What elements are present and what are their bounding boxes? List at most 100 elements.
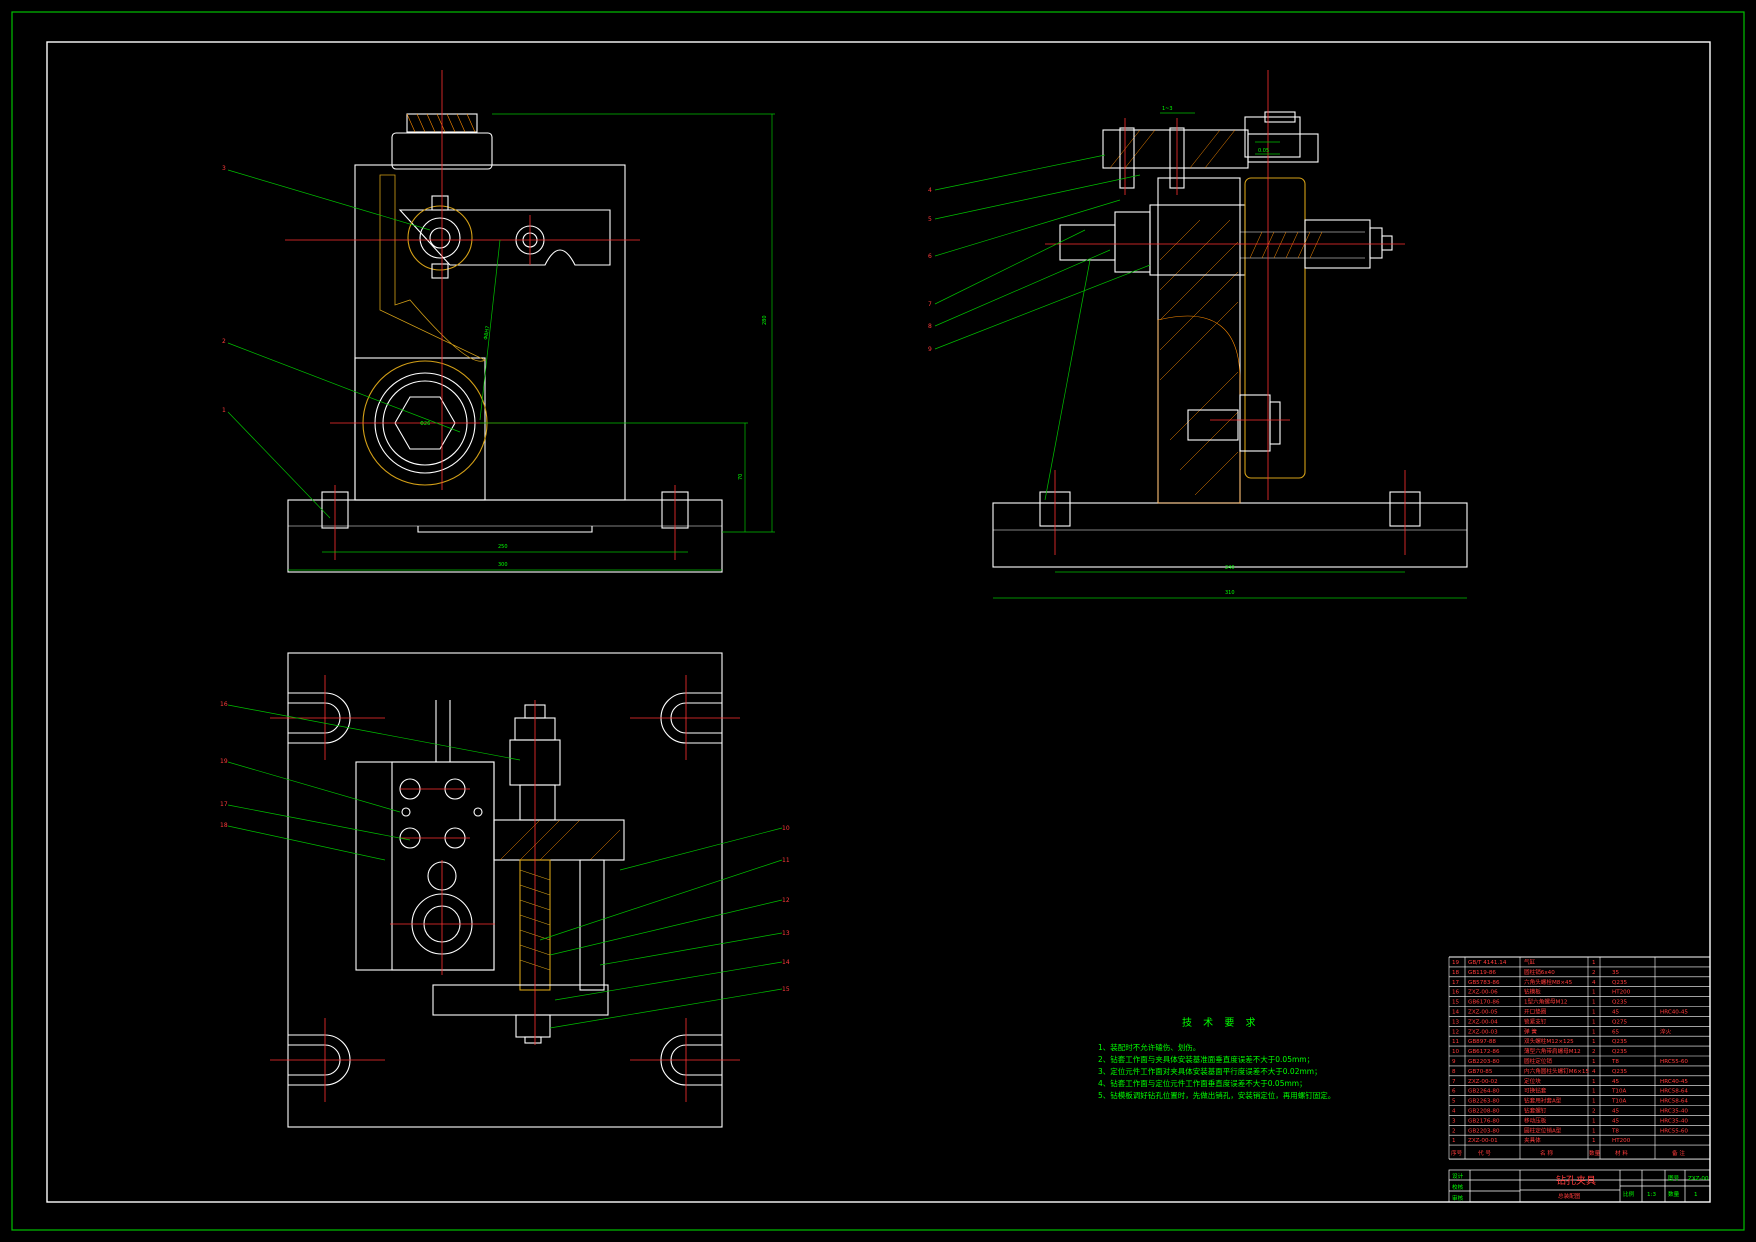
table-cell-note: HRC58-64 (1660, 1099, 1688, 1105)
table-cell-material: HT200 (1612, 990, 1631, 996)
table-cell-no: 4 (1452, 1109, 1456, 1115)
leader-side-7: 7 (928, 301, 932, 308)
table-cell-no: 18 (1452, 970, 1460, 976)
table-cell-code: ZXZ-00-06 (1468, 990, 1498, 996)
scale-value: 1:3 (1647, 1192, 1656, 1198)
leader-top-13: 13 (782, 930, 790, 937)
table-cell-name: 移动压板 (1524, 1116, 1547, 1124)
dim-side-inner: 240 (1225, 565, 1235, 571)
table-cell-material: 45 (1612, 1118, 1620, 1124)
table-cell-name: 双头螺柱M12×125 (1524, 1037, 1574, 1045)
leader-top-12: 12 (782, 897, 790, 904)
title-block (1448, 1169, 1711, 1203)
table-cell-qty: 1 (1592, 1089, 1596, 1095)
table-cell-no: 13 (1452, 1019, 1460, 1025)
inner-frame (46, 41, 1711, 1203)
table-header-note: 备 注 (1672, 1149, 1685, 1157)
front-view (287, 113, 723, 573)
table-cell-material: Q235 (1612, 980, 1628, 986)
table-cell-code: GB897-88 (1468, 1039, 1496, 1045)
dim-hole: Φ8H7 (483, 325, 491, 340)
table-cell-qty: 4 (1592, 1069, 1596, 1075)
leader-front-2: 2 (222, 338, 226, 345)
note-line: 4、钻套工作面与定位元件工作面垂直度误差不大于0.05mm； (1098, 1078, 1307, 1088)
table-cell-qty: 1 (1592, 1039, 1596, 1045)
note-line: 2、钻套工作面与夹具体安装基准面垂直度误差不大于0.05mm； (1098, 1054, 1314, 1064)
role-check: 校核 (1452, 1183, 1464, 1191)
dim-side-top: 1~3 (1162, 106, 1173, 112)
table-cell-qty: 2 (1592, 1109, 1596, 1115)
dim-side-width: 310 (1225, 590, 1235, 596)
front-dimensions (288, 113, 775, 571)
table-cell-name: 薄型六角带肩螺母M12 (1524, 1047, 1581, 1055)
table-cell-name: 圆柱定位销 (1524, 1057, 1552, 1065)
table-cell-no: 19 (1452, 960, 1460, 966)
table-cell-no: 9 (1452, 1059, 1456, 1065)
leader-side-5: 5 (928, 216, 932, 223)
table-cell-name: 锁紧支钉 (1524, 1017, 1547, 1025)
table-cell-code: GB5783-86 (1468, 980, 1500, 986)
leader-top-16: 16 (220, 701, 228, 708)
table-cell-code: ZXZ-00-05 (1468, 1010, 1498, 1016)
table-cell-name: 六角头螺栓M8×45 (1524, 978, 1573, 986)
table-cell-qty: 1 (1592, 1000, 1596, 1006)
table-cell-qty: 1 (1592, 990, 1596, 996)
table-cell-name: 开口垫圈 (1524, 1008, 1547, 1016)
table-cell-material: Q275 (1612, 1019, 1628, 1025)
table-cell-material: T8 (1611, 1128, 1619, 1134)
table-cell-note: HRC55-60 (1660, 1128, 1688, 1134)
table-cell-material: HT200 (1612, 1138, 1631, 1144)
table-cell-no: 11 (1452, 1039, 1460, 1045)
qty-value: 1 (1694, 1192, 1698, 1198)
table-cell-name: 气缸 (1524, 958, 1536, 966)
dim-front-height: 280 (762, 315, 768, 325)
table-cell-no: 3 (1452, 1118, 1456, 1124)
table-cell-note: HRC40-45 (1660, 1079, 1688, 1085)
side-dimensions (993, 112, 1467, 599)
table-cell-no: 5 (1452, 1099, 1456, 1105)
table-cell-code: GB/T 4141.14 (1468, 960, 1507, 966)
table-cell-note: HRC40-45 (1660, 1010, 1688, 1016)
table-cell-material: 65 (1612, 1029, 1620, 1035)
qty-label: 数量 (1668, 1190, 1680, 1198)
table-cell-material: Q235 (1612, 1049, 1628, 1055)
table-cell-qty: 1 (1592, 1138, 1596, 1144)
table-header-qty: 数量 (1589, 1149, 1601, 1157)
table-cell-qty: 2 (1592, 1049, 1596, 1055)
table-cell-material: T8 (1611, 1059, 1619, 1065)
table-cell-name: 可换钻套 (1524, 1087, 1547, 1095)
table-cell-no: 10 (1452, 1049, 1460, 1055)
dim-front-mid: 70 (738, 474, 744, 480)
leader-side-4: 4 (928, 187, 932, 194)
table-cell-note: HRC35-40 (1660, 1109, 1688, 1115)
table-cell-name: 圆柱定位销A型 (1524, 1126, 1562, 1134)
dim-side-tol: 0.05 (1258, 148, 1269, 154)
table-cell-note: 淬火 (1660, 1027, 1672, 1035)
leader-top-17: 17 (220, 801, 228, 808)
notes-title: 技 术 要 求 (1182, 1016, 1260, 1029)
table-cell-code: GB2208-80 (1468, 1109, 1500, 1115)
table-cell-qty: 1 (1592, 1019, 1596, 1025)
table-cell-name: 夹具体 (1524, 1136, 1541, 1144)
table-cell-code: ZXZ-00-02 (1468, 1079, 1498, 1085)
table-cell-name: 圆柱销6x40 (1524, 968, 1555, 976)
table-cell-code: GB2203-80 (1468, 1059, 1500, 1065)
leader-top-10: 10 (782, 825, 790, 832)
note-line: 3、定位元件工作面对夹具体安装基面平行度误差不大于0.02mm； (1098, 1066, 1322, 1076)
table-cell-qty: 1 (1592, 1128, 1596, 1134)
top-centerlines (270, 675, 740, 1102)
table-cell-name: 1型六角螺母M12 (1524, 998, 1567, 1006)
table-cell-name: 定位块 (1524, 1077, 1541, 1085)
table-header-code: 代 号 (1478, 1149, 1491, 1157)
side-view (992, 111, 1468, 568)
drawing-no-label: 图号 (1668, 1174, 1680, 1182)
table-cell-code: GB2264-80 (1468, 1089, 1500, 1095)
table-cell-no: 17 (1452, 980, 1460, 986)
front-centerlines (285, 70, 676, 560)
leader-top-11: 11 (782, 857, 790, 864)
table-cell-code: GB2263-80 (1468, 1099, 1500, 1105)
table-cell-code: GB6170-86 (1468, 1000, 1500, 1006)
table-header-name: 名 称 (1540, 1149, 1553, 1157)
table-cell-no: 15 (1452, 1000, 1460, 1006)
table-cell-qty: 1 (1592, 1079, 1596, 1085)
